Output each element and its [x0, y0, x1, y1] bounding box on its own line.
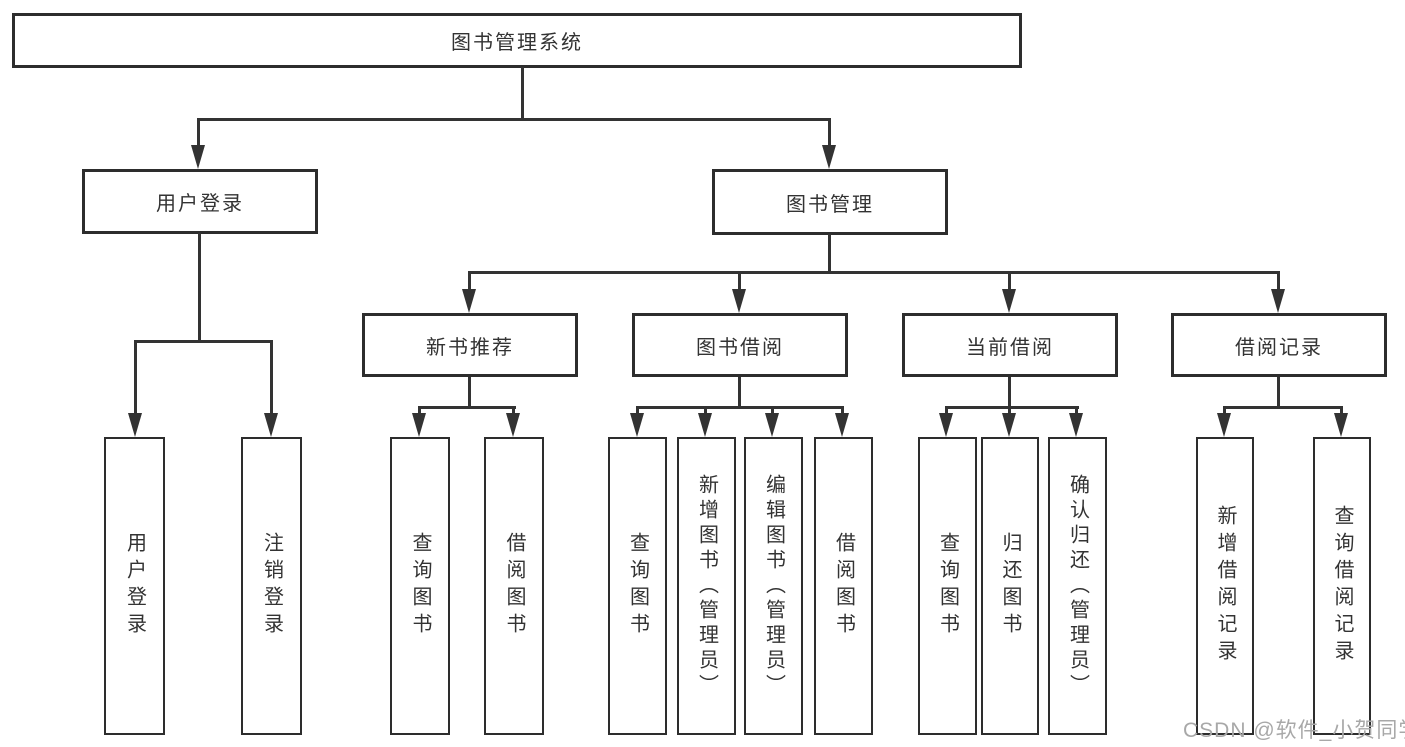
connector-line [945, 406, 1079, 409]
arrowhead-down-icon [1334, 413, 1348, 437]
connector-line [945, 406, 948, 417]
connector-line [134, 340, 273, 343]
connector-line [1223, 406, 1226, 417]
arrowhead-down-icon [1217, 413, 1231, 437]
arrowhead-down-icon [1002, 289, 1016, 313]
connector-line [1340, 406, 1343, 417]
leaf-return-books: 归还图书 [981, 437, 1039, 735]
connector-line [1008, 271, 1011, 293]
arrowhead-down-icon [939, 413, 953, 437]
connector-line [1223, 406, 1343, 409]
connector-line [704, 406, 707, 417]
connector-line [1277, 271, 1280, 293]
connector-line [841, 406, 844, 417]
connector-line [418, 406, 421, 417]
connector-line [270, 340, 273, 420]
arrowhead-down-icon [765, 413, 779, 437]
connector-line [738, 377, 741, 409]
connector-line [512, 406, 515, 417]
leaf-query-borrow-record: 查询借阅记录 [1313, 437, 1371, 735]
connector-line [521, 67, 524, 121]
arrowhead-down-icon [630, 413, 644, 437]
connector-line [468, 271, 1280, 274]
connector-line [198, 233, 201, 343]
leaf-edit-books-admin: 编辑图书（管理员） [744, 437, 803, 735]
arrowhead-down-icon [264, 413, 278, 437]
node-borrowing-records: 借阅记录 [1171, 313, 1387, 377]
arrowhead-down-icon [698, 413, 712, 437]
node-book-management: 图书管理 [712, 169, 948, 235]
leaf-logout: 注销登录 [241, 437, 302, 735]
leaf-add-books-admin: 新增图书（管理员） [677, 437, 736, 735]
arrowhead-down-icon [1069, 413, 1083, 437]
connector-line [1008, 377, 1011, 409]
connector-line [636, 406, 639, 417]
connector-line [418, 406, 516, 409]
connector-line [828, 118, 831, 150]
leaf-confirm-return-admin: 确认归还（管理员） [1048, 437, 1107, 735]
connector-line [738, 271, 741, 293]
node-current-borrowing: 当前借阅 [902, 313, 1118, 377]
node-book-borrowing: 图书借阅 [632, 313, 848, 377]
leaf-query-books-recommend: 查询图书 [390, 437, 450, 735]
arrowhead-down-icon [732, 289, 746, 313]
leaf-query-books-borrowing: 查询图书 [608, 437, 667, 735]
node-user-login: 用户登录 [82, 169, 318, 234]
connector-line [197, 118, 200, 150]
arrowhead-down-icon [1002, 413, 1016, 437]
leaf-query-books-current: 查询图书 [918, 437, 977, 735]
connector-line [1008, 406, 1011, 417]
leaf-borrow-books-recommend: 借阅图书 [484, 437, 544, 735]
leaf-add-borrow-record: 新增借阅记录 [1196, 437, 1254, 735]
arrowhead-down-icon [835, 413, 849, 437]
leaf-borrow-books: 借阅图书 [814, 437, 873, 735]
arrowhead-down-icon [822, 145, 836, 169]
connector-line [468, 377, 471, 409]
connector-line [468, 271, 471, 293]
arrowhead-down-icon [128, 413, 142, 437]
arrowhead-down-icon [462, 289, 476, 313]
arrowhead-down-icon [1271, 289, 1285, 313]
node-root: 图书管理系统 [12, 13, 1022, 68]
connector-line [1075, 406, 1078, 417]
connector-line [197, 118, 831, 121]
connector-line [134, 340, 137, 420]
leaf-user-login: 用户登录 [104, 437, 165, 735]
arrowhead-down-icon [191, 145, 205, 169]
connector-line [771, 406, 774, 417]
arrowhead-down-icon [506, 413, 520, 437]
connector-line [636, 406, 844, 409]
node-new-book-recommend: 新书推荐 [362, 313, 578, 377]
connector-line [1277, 377, 1280, 409]
connector-line [828, 234, 831, 274]
arrowhead-down-icon [412, 413, 426, 437]
csdn-watermark: CSDN @软件_小贺同学 [1183, 719, 1405, 742]
